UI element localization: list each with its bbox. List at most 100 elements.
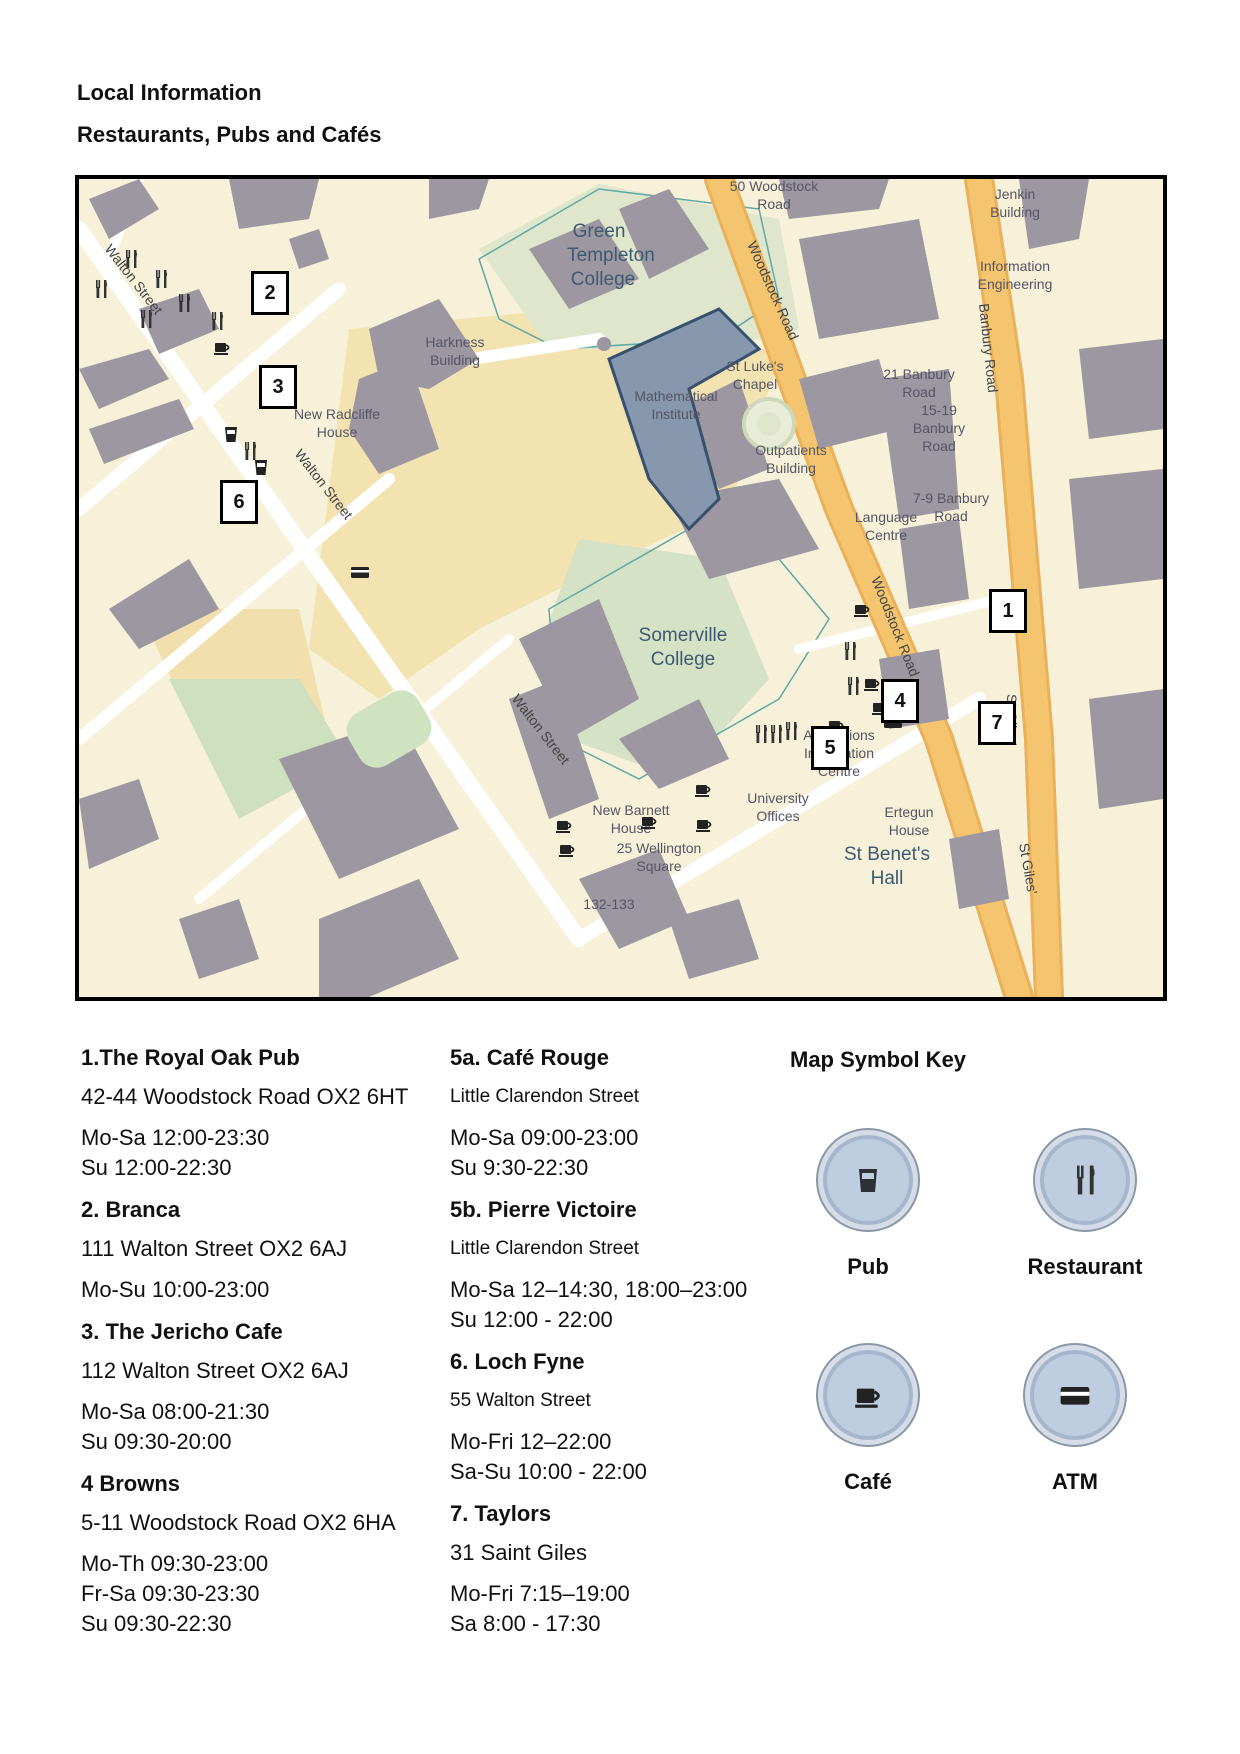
listing-address: 5-11 Woodstock Road OX2 6HA <box>81 1510 396 1535</box>
label-university-1: University <box>747 790 808 806</box>
map-marker-3[interactable]: 3 <box>259 365 297 409</box>
key-item-restaurant: Restaurant <box>985 1130 1185 1280</box>
map-marker-6[interactable]: 6 <box>220 480 258 524</box>
listing-branca: 2. Branca 111 Walton Street OX2 6AJ Mo-S… <box>81 1197 431 1305</box>
listing-hours: Mo-Sa 12–14:30, 18:00–23:00 Su 12:00 - 2… <box>450 1275 790 1335</box>
listing-address: 55 Walton Street <box>450 1390 591 1411</box>
hours-line: Mo-Sa 12:00-23:30 <box>81 1125 270 1150</box>
map-marker-2[interactable]: 2 <box>251 271 289 315</box>
listing-jericho-cafe: 3. The Jericho Cafe 112 Walton Street OX… <box>81 1319 431 1457</box>
key-label-restaurant: Restaurant <box>1027 1254 1143 1279</box>
hours-line: Sa 8:00 - 17:30 <box>450 1611 601 1636</box>
hours-line: Sa-Su 10:00 - 22:00 <box>450 1459 647 1484</box>
label-wellington-2: Square <box>636 858 681 874</box>
listing-address: Little Clarendon Street <box>450 1238 640 1259</box>
hours-line: Mo-Fri 12–22:00 <box>450 1429 612 1454</box>
atm-key-icon <box>1025 1345 1125 1445</box>
listing-hours: Mo-Sa 09:00-23:00 Su 9:30-22:30 <box>450 1123 790 1183</box>
label-jenkin-1: Jenkin <box>995 186 1035 202</box>
listing-browns: 4 Browns 5-11 Woodstock Road OX2 6HA Mo-… <box>81 1471 431 1639</box>
key-item-cafe: Café <box>768 1345 968 1495</box>
listing-royal-oak: 1.The Royal Oak Pub 42-44 Woodstock Road… <box>81 1045 431 1183</box>
listing-name: 1.The Royal Oak Pub <box>81 1045 300 1070</box>
label-language-2: Centre <box>865 527 907 543</box>
hours-line: Mo-Th 09:30-23:00 <box>81 1551 269 1576</box>
listing-hours: Mo-Su 10:00-23:00 <box>81 1275 431 1305</box>
page-title: Local Information <box>77 80 262 105</box>
map-marker-1[interactable]: 1 <box>989 589 1027 633</box>
hours-line: Su 09:30-20:00 <box>81 1429 232 1454</box>
listing-cafe-rouge: 5a. Café Rouge Little Clarendon Street M… <box>450 1045 790 1183</box>
listing-hours: Mo-Th 09:30-23:00 Fr-Sa 09:30-23:30 Su 0… <box>81 1549 431 1639</box>
cafe-icon <box>694 784 711 798</box>
hours-line: Su 12:00 - 22:00 <box>450 1307 613 1332</box>
listing-hours: Mo-Sa 12:00-23:30 Su 12:00-22:30 <box>81 1123 431 1183</box>
label-somerville-1: Somerville <box>639 625 728 646</box>
label-new-barnett-1: New Barnett <box>592 802 669 818</box>
restaurant-key-icon <box>1035 1130 1135 1230</box>
label-banbury15-1: 15-19 <box>921 402 957 418</box>
listings-column-1: 1.The Royal Oak Pub 42-44 Woodstock Road… <box>81 1045 431 1653</box>
key-label-atm: ATM <box>1051 1469 1099 1494</box>
label-new-barnett-2: House <box>611 820 652 836</box>
label-st-lukes-2: Chapel <box>733 376 777 392</box>
key-title: Map Symbol Key <box>790 1047 967 1072</box>
pub-icon <box>225 427 237 442</box>
label-banbury21-1: 21 Banbury <box>883 366 955 382</box>
pub-icon <box>255 460 267 475</box>
cafe-key-icon <box>818 1345 918 1445</box>
label-math-1: Mathematical <box>634 388 717 404</box>
listing-hours: Mo-Sa 08:00-21:30 Su 09:30-20:00 <box>81 1397 431 1457</box>
map-marker-7[interactable]: 7 <box>978 701 1016 745</box>
cafe-icon <box>695 819 712 833</box>
listing-name: 4 Browns <box>81 1471 181 1496</box>
label-somerville-2: College <box>651 649 715 670</box>
label-outpatients-2: Building <box>766 460 816 476</box>
listing-hours: Mo-Fri 12–22:00 Sa-Su 10:00 - 22:00 <box>450 1427 790 1487</box>
hours-line: Su 12:00-22:30 <box>81 1155 232 1180</box>
label-jenkin-2: Building <box>990 204 1040 220</box>
label-info-eng-2: Engineering <box>978 276 1053 292</box>
label-harkness-1: Harkness <box>425 334 484 350</box>
label-green-templeton-2: Templeton <box>567 245 655 266</box>
listing-name: 5b. Pierre Victoire <box>450 1197 637 1222</box>
label-language-1: Language <box>855 509 918 525</box>
listing-address: 42-44 Woodstock Road OX2 6HT <box>81 1084 409 1109</box>
label-woodstock50-1: 50 Woodstock <box>730 179 819 194</box>
map[interactable]: Green Templeton College Somerville Colle… <box>75 175 1167 1001</box>
cafe-icon <box>213 342 230 356</box>
cafe-icon <box>853 604 870 618</box>
listing-address: Little Clarendon Street <box>450 1086 640 1107</box>
hours-line: Mo-Fri 7:15–19:00 <box>450 1581 630 1606</box>
listing-name: 5a. Café Rouge <box>450 1045 609 1070</box>
listing-address: 111 Walton Street OX2 6AJ <box>81 1236 348 1261</box>
label-st-lukes-1: St Luke's <box>726 358 783 374</box>
label-harkness-2: Building <box>430 352 480 368</box>
label-math-2: Institute <box>651 406 700 422</box>
label-st-benets-1: St Benet's <box>844 844 930 865</box>
key-item-atm: ATM <box>975 1345 1175 1495</box>
label-info-eng-1: Information <box>980 258 1050 274</box>
map-marker-5[interactable]: 5 <box>811 726 849 770</box>
cafe-icon <box>558 844 575 858</box>
label-green-templeton-3: College <box>571 269 635 290</box>
listing-loch-fyne: 6. Loch Fyne 55 Walton Street Mo-Fri 12–… <box>450 1349 790 1487</box>
hours-line: Mo-Sa 12–14:30, 18:00–23:00 <box>450 1277 748 1302</box>
hours-line: Su 9:30-22:30 <box>450 1155 589 1180</box>
label-banbury21-2: Road <box>902 384 935 400</box>
key-item-pub: Pub <box>768 1130 968 1280</box>
label-green-templeton-1: Green <box>573 221 626 242</box>
label-banbury7-2: Road <box>934 508 967 524</box>
cafe-icon <box>555 820 572 834</box>
key-label-pub: Pub <box>847 1254 889 1279</box>
label-woodstock50-2: Road <box>757 196 790 212</box>
label-132-133: 132-133 <box>583 896 635 912</box>
listing-pierre-victoire: 5b. Pierre Victoire Little Clarendon Str… <box>450 1197 790 1335</box>
label-new-radcliffe-2: House <box>317 424 358 440</box>
listing-name: 6. Loch Fyne <box>450 1349 585 1374</box>
label-wellington-1: 25 Wellington <box>617 840 702 856</box>
label-university-2: Offices <box>756 808 799 824</box>
hours-line: Mo-Sa 08:00-21:30 <box>81 1399 270 1424</box>
hours-line: Mo-Su 10:00-23:00 <box>81 1277 270 1302</box>
map-marker-4[interactable]: 4 <box>881 679 919 723</box>
